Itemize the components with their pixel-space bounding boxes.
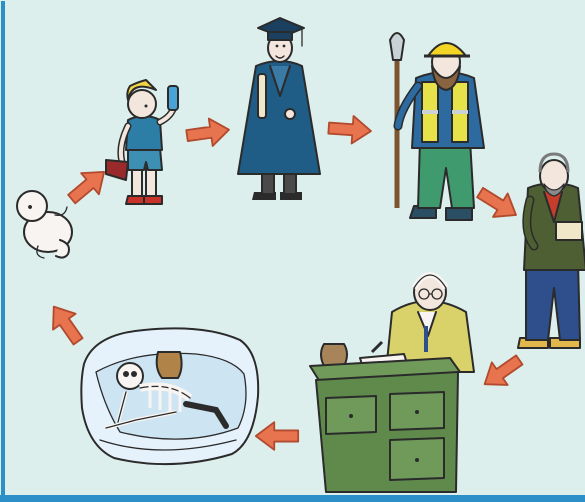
frame-bottom-border [0, 495, 585, 502]
skeleton-in-ice-icon [81, 328, 258, 464]
frame-left-border [1, 1, 5, 501]
